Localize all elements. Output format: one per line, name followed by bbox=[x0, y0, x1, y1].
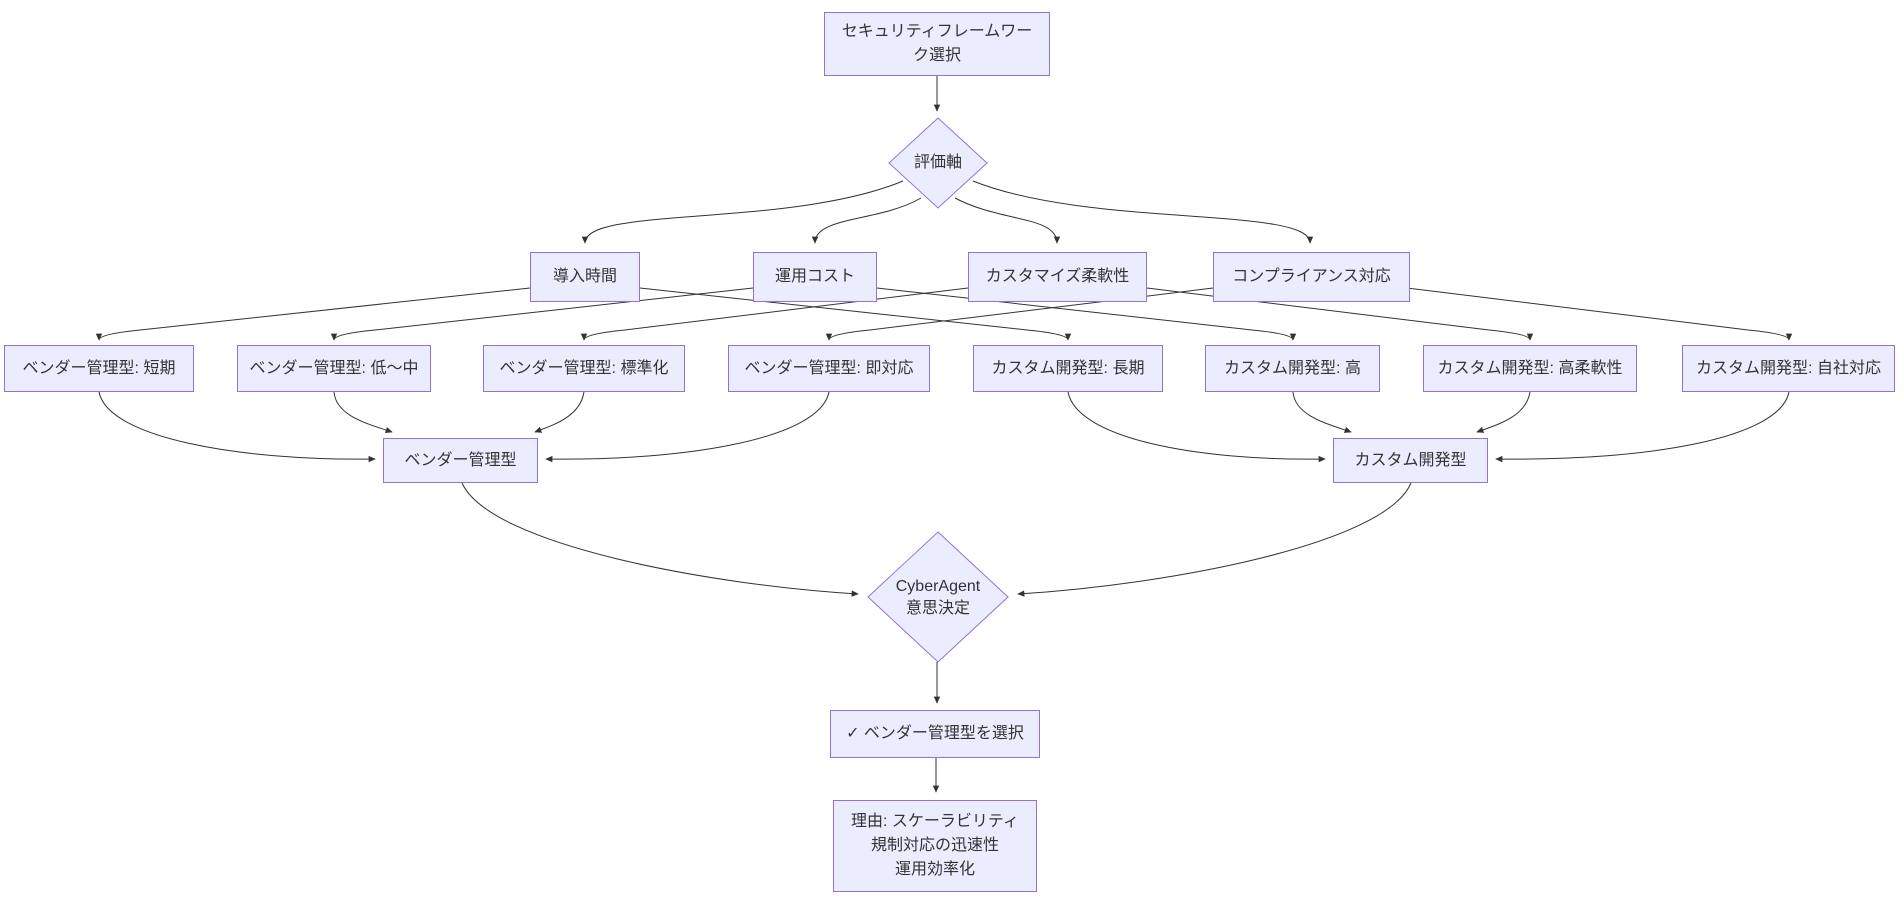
node-custom-long-term: カスタム開発型: 長期 bbox=[973, 345, 1163, 392]
edge-custom-flex-custom-group bbox=[1476, 391, 1531, 433]
node-operation-cost: 運用コスト bbox=[753, 252, 877, 302]
edge-vendor-comp-vendor-group bbox=[545, 391, 830, 463]
edge-custom-cost-custom-group bbox=[1292, 391, 1352, 433]
criteria-diamond-shape bbox=[888, 117, 988, 209]
edge-vendor-cost-vendor-group bbox=[333, 391, 393, 434]
node-vendor-instant-response: ベンダー管理型: 即対応 bbox=[728, 345, 930, 392]
node-cyberagent-decision-label: CyberAgent 意思決定 bbox=[895, 577, 981, 617]
node-vendor-standardized: ベンダー管理型: 標準化 bbox=[483, 345, 685, 392]
node-custom-developed-group: カスタム開発型 bbox=[1333, 438, 1488, 483]
edge-flex-vendor-flex bbox=[580, 287, 969, 341]
edge-criteria-cost bbox=[811, 197, 922, 244]
edge-vendor-time-vendor-group bbox=[98, 391, 376, 463]
decision-diamond-shape bbox=[867, 531, 1009, 663]
edge-compliance-custom-comp bbox=[1406, 287, 1793, 341]
node-selected-vendor-managed: ✓ ベンダー管理型を選択 bbox=[830, 710, 1040, 758]
node-compliance: コンプライアンス対応 bbox=[1213, 252, 1410, 302]
edge-cost-vendor-cost bbox=[330, 287, 754, 341]
node-implementation-time: 導入時間 bbox=[530, 252, 640, 302]
node-custom-high-cost: カスタム開発型: 高 bbox=[1205, 345, 1380, 392]
edge-flex-custom-flex bbox=[1146, 287, 1534, 341]
edge-vendor-group-decision bbox=[461, 482, 859, 597]
node-custom-high-flexibility: カスタム開発型: 高柔軟性 bbox=[1423, 345, 1637, 392]
edge-criteria-compliance bbox=[972, 180, 1314, 244]
edge-criteria-time bbox=[581, 180, 904, 244]
edge-custom-group-decision bbox=[1017, 482, 1412, 597]
edge-time-vendor-time bbox=[95, 287, 531, 341]
edge-custom-time-custom-group bbox=[1067, 391, 1326, 463]
edge-compliance-vendor-comp bbox=[825, 287, 1214, 341]
node-vendor-low-mid-cost: ベンダー管理型: 低～中 bbox=[237, 345, 431, 392]
edge-time-custom-time bbox=[639, 287, 1072, 341]
node-customization-flexibility: カスタマイズ柔軟性 bbox=[968, 252, 1147, 302]
edge-vendor-flex-vendor-group bbox=[534, 391, 585, 433]
node-criteria-diamond-label: 評価軸 bbox=[913, 153, 962, 171]
node-vendor-managed-group: ベンダー管理型 bbox=[383, 438, 538, 483]
node-vendor-short-term: ベンダー管理型: 短期 bbox=[4, 345, 194, 392]
node-custom-inhouse-response: カスタム開発型: 自社対応 bbox=[1682, 345, 1895, 392]
node-selection-reason: 理由: スケーラビリティ 規制対応の迅速性 運用効率化 bbox=[833, 800, 1037, 892]
edge-custom-comp-custom-group bbox=[1495, 391, 1790, 463]
node-framework-selection: セキュリティフレームワー ク選択 bbox=[824, 12, 1050, 76]
edge-cost-custom-cost bbox=[876, 287, 1297, 341]
edge-criteria-flex bbox=[954, 197, 1061, 244]
